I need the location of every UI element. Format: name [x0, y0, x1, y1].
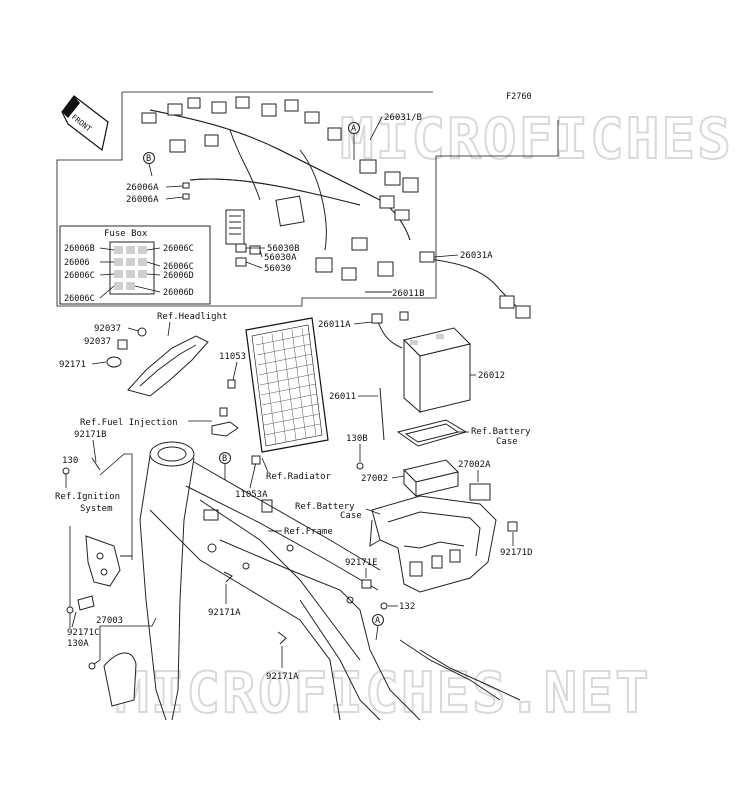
- label-26011a: 26011A: [318, 320, 351, 330]
- label-26031a: 26031A: [460, 251, 493, 261]
- callout-a-bottom-icon: [372, 614, 384, 626]
- callout-b-top: B: [146, 154, 151, 164]
- label-92171c: 92171C: [67, 628, 100, 638]
- label-92171d: 92171D: [500, 548, 533, 558]
- label-27003: 27003: [96, 616, 123, 626]
- label-92171e: 92171E: [345, 558, 378, 568]
- frame: [139, 441, 521, 721]
- main-harness: [141, 96, 419, 293]
- label-27002: 27002: [361, 474, 388, 484]
- callout-a-top: A: [351, 124, 356, 134]
- fuel-injection-bracket: [211, 421, 239, 437]
- fuse-label-right-4: 26006D: [163, 288, 194, 298]
- clip-92171a-2: [277, 631, 287, 645]
- ref-ignition-1: Ref.Ignition: [55, 492, 120, 502]
- label-130b: 130B: [346, 434, 368, 444]
- watermark-top: MICROFICHES.NET: [340, 107, 742, 172]
- cable-26011: [379, 387, 385, 441]
- fuse-label-right-1: 26006C: [163, 244, 194, 254]
- callout-a-bottom: A: [375, 616, 380, 626]
- clip-92171b: [91, 457, 101, 471]
- ref-battery-case-left-2: Case: [340, 511, 362, 521]
- ref-battery-case-right-1: Ref.Battery: [471, 427, 531, 437]
- headlight-bracket: [106, 327, 209, 397]
- label-26006a-1: 26006A: [126, 183, 159, 193]
- harness-group-border: [56, 92, 559, 307]
- label-11053: 11053: [219, 352, 246, 362]
- figure-code: F2760: [506, 92, 532, 102]
- fuse-label-left-2: 26006: [64, 258, 90, 268]
- label-26011b: 26011B: [392, 289, 425, 299]
- front-arrow-icon: FRONT: [61, 95, 109, 152]
- callout-a-top-icon: [348, 122, 360, 134]
- ref-battery-case-right-2: Case: [496, 437, 518, 447]
- ref-ignition-2: System: [80, 504, 113, 514]
- ref-headlight: Ref.Headlight: [157, 312, 227, 322]
- label-56030: 56030: [264, 264, 291, 274]
- callout-b-mid-icon: [219, 452, 231, 464]
- fuse-block-icon: [109, 241, 155, 295]
- ref-fuel-injection: Ref.Fuel Injection: [80, 418, 178, 428]
- label-92171: 92171: [59, 360, 86, 370]
- label-56030a: 56030A: [264, 253, 297, 263]
- ignition-bracket-line: [124, 453, 133, 560]
- radiator-screen: [245, 317, 329, 453]
- label-92171a-1: 92171A: [208, 608, 241, 618]
- ref-radiator: Ref.Radiator: [266, 472, 332, 482]
- callout-b-mid: B: [222, 454, 227, 464]
- sub-harness-26031a: [419, 251, 531, 319]
- label-132: 132: [399, 602, 415, 612]
- fuse-label-right-2: 26006C: [163, 262, 194, 272]
- label-130: 130: [62, 456, 78, 466]
- fuse-box-title: Fuse Box: [104, 229, 148, 239]
- label-26006a-2: 26006A: [126, 195, 159, 205]
- battery-case-cover: [396, 419, 468, 447]
- label-27002a: 27002A: [458, 460, 491, 470]
- label-92037-2: 92037: [84, 337, 111, 347]
- ecu-27002: [403, 459, 459, 498]
- battery: [403, 327, 471, 414]
- clip-92171a-1: [223, 571, 233, 583]
- label-26012: 26012: [478, 371, 505, 381]
- callout-b-top-icon: [143, 152, 155, 164]
- label-26011: 26011: [329, 392, 356, 402]
- label-130a: 130A: [67, 639, 89, 649]
- cover-27003: [103, 652, 137, 707]
- ref-battery-case-left-1: Ref.Battery: [295, 502, 355, 512]
- label-92171b: 92171B: [74, 430, 107, 440]
- label-92037-1: 92037: [94, 324, 121, 334]
- battery-case-tray: [369, 495, 497, 593]
- label-26031b: 26031/B: [384, 113, 422, 123]
- ignition-bracket: [77, 535, 132, 611]
- watermark-bottom: MICROFICHES.NET: [115, 661, 651, 726]
- label-92171a-2: 92171A: [266, 672, 299, 682]
- fuse-label-left-1: 26006B: [64, 244, 95, 254]
- fuse-label-right-3: 26006D: [163, 271, 194, 281]
- ref-frame: Ref.Frame: [284, 527, 333, 537]
- fuse-label-left-3: 26006C: [64, 271, 95, 281]
- fuse-label-left-4: 26006C: [64, 294, 95, 304]
- relay-27002a: [469, 483, 491, 501]
- label-56030b: 56030B: [267, 244, 300, 254]
